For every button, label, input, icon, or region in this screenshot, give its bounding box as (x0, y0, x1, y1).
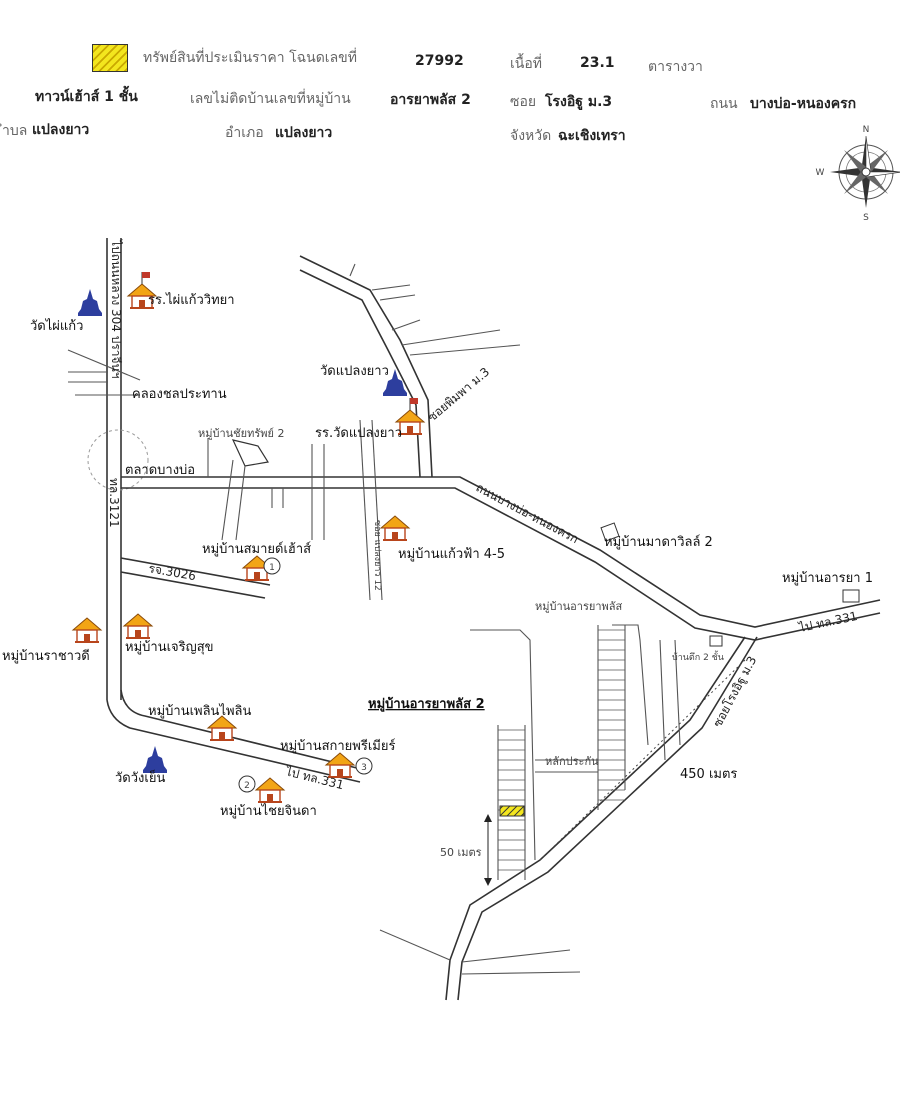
distance-50m (484, 814, 492, 886)
label-village-chaisap: หมู่บ้านชัยทรัพย์ 2 (198, 427, 284, 440)
label-soi-pimpa: ซอยพิมพา ม.3 (425, 365, 492, 425)
label-wat-wangyen: วัดวังเย็น (115, 768, 165, 786)
label-village-rachawadi: หมู่บ้านราชาวดี (2, 648, 90, 664)
canal (67, 349, 141, 396)
house-icon (325, 752, 355, 778)
compass-n: N (863, 125, 870, 135)
label-wat-plaengyao: วัดแปลงยาว (320, 364, 389, 379)
area-label: เนื้อที่ (510, 56, 542, 72)
label-school-phaikaew: รร.ไผ่แก้ววิทยา (148, 292, 235, 308)
market-area (87, 429, 149, 491)
area-value: 23.1 (580, 55, 615, 71)
label-hwy3121: ทล.3121 (107, 478, 121, 528)
legend-label: ทรัพย์สินที่ประเมินราคา โฉนดเลขที่ (143, 50, 357, 66)
temple-icon (78, 289, 102, 316)
province-label: จังหวัด (510, 128, 552, 144)
label-post: หลักประกัน (545, 755, 599, 768)
house-icon (255, 777, 285, 803)
tambon-value: แปลงยาว (32, 122, 90, 138)
marker-3: 3 (355, 757, 373, 775)
label-market: ตลาดบางบ่อ (125, 463, 195, 478)
amphoe-label: อำเภอ (225, 125, 264, 141)
road-bangbo-nongkrok (121, 476, 881, 641)
label-village-smart: หมู่บ้านสมายด์เฮ้าส์ (202, 541, 311, 557)
amphoe-value: แปลงยาว (275, 125, 333, 141)
soi-rongit (379, 636, 758, 1001)
highway-3121 (106, 238, 366, 783)
side-streets (207, 419, 383, 601)
compass-rose-icon: N S W (816, 125, 900, 223)
label-soi-rongit: ซอยโรงอิฐู ม.3 (710, 654, 760, 730)
subject-property (499, 805, 525, 817)
house-icon (72, 617, 102, 643)
tambon-label: ำบล (2, 123, 28, 139)
label-village-charoensuk: หมู่บ้านเจริญสุข (125, 640, 214, 655)
label-village-araya1: หมู่บ้านอารยา 1 (782, 571, 873, 586)
marker-2: 2 (238, 775, 256, 793)
label-school-wat: รร.วัดแปลงยาว (315, 426, 402, 441)
area-unit: ตารางวา (648, 59, 703, 75)
compass-s: S (863, 213, 869, 223)
temple-icon (143, 746, 167, 773)
label-hwy304: ไปถนนหลวง 304 ปราจีนฯ (109, 239, 123, 379)
road-label: ถนน (710, 96, 738, 112)
soi-value: โรงอิฐู ม.3 (545, 94, 613, 110)
svg-text:3: 3 (361, 763, 367, 773)
svg-text:2: 2 (244, 781, 250, 791)
compass-w: W (816, 168, 825, 178)
label-building-2: บ้านตึก 2 ชั้น (672, 650, 724, 663)
province-value: ฉะเชิงเทรา (558, 128, 626, 144)
label-village-arayaplus2: หมู่บ้านอารยาพลัส 2 (368, 696, 485, 712)
label-village-sakai: หมู่บ้านสกายพรีเมียร์ (280, 738, 395, 754)
village-name: อารยาพลัส 2 (390, 92, 471, 108)
house-no-label: เลขไม่ติดบ้านเลขที่หมู่บ้าน (190, 91, 351, 107)
deed-number: 27992 (415, 53, 464, 69)
label-to-331-right: ไป ทล.331 (797, 609, 859, 635)
label-village-ploenplin: หมู่บ้านเพลินไพลิน (148, 703, 252, 719)
araya1-block (842, 589, 860, 603)
house-icon (380, 515, 410, 541)
mada-villa-block (600, 522, 620, 542)
road-value: บางบ่อ-หนองครก (750, 96, 857, 112)
label-wat-phaikaew: วัดไผ่แก้ว (30, 318, 83, 334)
soi-label: ซอย (510, 94, 537, 110)
label-soi-small: ซอย แปลงยาว 12 (372, 520, 382, 591)
building-type: ทาวน์เฮ้าส์ 1 ชั้น (35, 89, 138, 105)
label-village-arayaplus: หมู่บ้านอารยาพลัส (535, 600, 622, 613)
row-houses (498, 629, 625, 871)
label-village-mada: หมู่บ้านมาดาวิลล์ 2 (604, 534, 713, 550)
label-ror3026: รจ.3026 (147, 561, 197, 583)
label-distance-50: 50 เมตร (440, 846, 482, 859)
arayaplus-subdivision (470, 624, 681, 880)
house-icon (123, 613, 153, 639)
legend-swatch (92, 44, 128, 72)
label-bangbo-nongkrok: ถนนบางบ่อ-หนองครก (474, 480, 581, 546)
building-2-storey (709, 635, 723, 647)
marker-1: 1 (263, 557, 281, 575)
house-icon (207, 715, 237, 741)
label-distance-450: 450 เมตร (680, 767, 737, 782)
label-village-kaewfa: หมู่บ้านแก้วฟ้า 4-5 (398, 547, 505, 562)
label-canal: คลองชลประทาน (132, 387, 227, 402)
svg-text:1: 1 (269, 563, 275, 573)
label-village-chaichinda: หมู่บ้านไชยจินดา (220, 803, 317, 819)
